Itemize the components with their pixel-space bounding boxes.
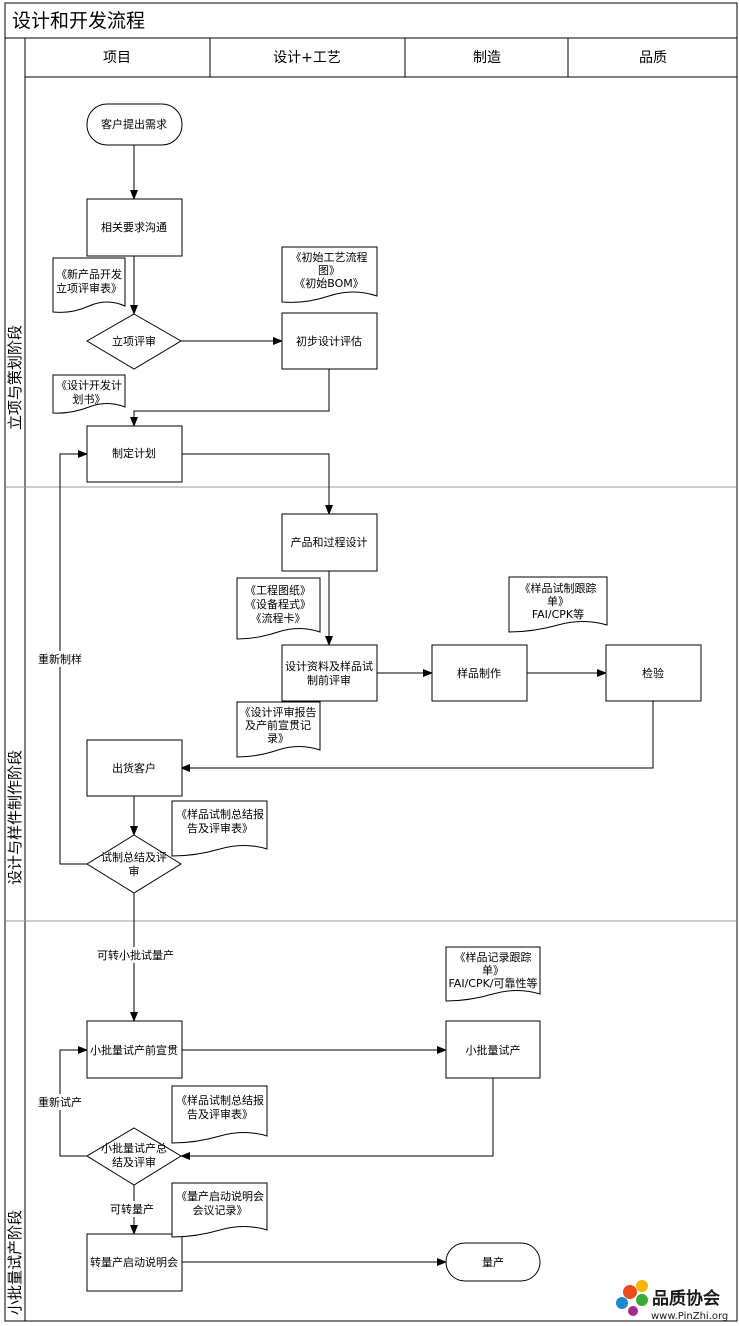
node-ship-customer: 出货客户 xyxy=(86,739,183,797)
doc-review-report-line-1: 《设计评审报告 xyxy=(240,705,317,719)
node-make-plan-label: 制定计划 xyxy=(112,446,156,460)
doc-batch-report: 《样品试制总结报 告及评审表》 xyxy=(171,1085,268,1144)
node-sample-making-label: 样品制作 xyxy=(457,666,501,680)
node-customer-request-label: 客户提出需求 xyxy=(101,117,167,131)
edge-label-retrial: 重新试产 xyxy=(38,1095,82,1109)
doc-mass-minutes-line-2: 会议记录》 xyxy=(193,1204,248,1217)
node-product-process-design-label: 产品和过程设计 xyxy=(291,535,368,549)
doc-new-product-form-line-1: 《新产品开发 xyxy=(56,267,122,281)
doc-drawings: 《工程图纸》 《设备程式》 《流程卡》 xyxy=(236,577,321,640)
doc-mass-minutes-line-1: 《量产启动说明会 xyxy=(176,1189,264,1203)
doc-trial-report-line-2: 告及评审表》 xyxy=(187,821,253,835)
doc-mass-minutes: 《量产启动说明会 会议记录》 xyxy=(171,1182,268,1238)
doc-trial-report-line-1: 《样品试制总结报 xyxy=(176,807,264,821)
doc-trial-report: 《样品试制总结报 告及评审表》 xyxy=(171,800,268,857)
node-trial-summary-label-1: 试制总结及评 xyxy=(101,850,167,864)
node-inspection-label: 检验 xyxy=(642,666,664,680)
node-project-review: 立项评审 xyxy=(86,313,182,370)
node-ship-customer-label: 出货客户 xyxy=(112,761,156,775)
node-inspection: 检验 xyxy=(605,644,702,702)
node-mass-meeting-label: 转量产启动说明会 xyxy=(90,1255,178,1269)
node-trial-summary: 试制总结及评 审 xyxy=(86,834,182,894)
connectors xyxy=(59,145,654,1266)
node-batch-summary-label-1: 小批量试产总 xyxy=(101,1141,167,1155)
node-design-review-label-2: 制前评审 xyxy=(307,673,351,687)
node-trial-summary-label-2: 审 xyxy=(129,864,140,878)
doc-new-product-form-line-2: 立项评审表》 xyxy=(56,281,122,295)
page-title: 设计和开发流程 xyxy=(12,10,145,32)
phase-label-trial: 小批量试产阶段 xyxy=(6,1210,24,1315)
phase-label-planning: 立项与策划阶段 xyxy=(6,325,24,430)
phase-label-sample: 设计与样件制作阶段 xyxy=(6,750,24,885)
node-small-batch-label: 小批量试产 xyxy=(466,1043,521,1057)
pinzhi-logo: 品质协会 www.PinZhi.org xyxy=(616,1280,728,1322)
node-design-review-label-1: 设计资料及样品试 xyxy=(285,659,373,673)
doc-sample-tracking-line-1: 《样品试制跟踪 xyxy=(520,581,597,595)
lane-header-project: 项目 xyxy=(103,50,131,66)
node-make-plan: 制定计划 xyxy=(86,425,183,483)
edge-label-to-batch: 可转小批试量产 xyxy=(97,948,174,962)
node-pre-batch-label: 小批量试产前宣贯 xyxy=(90,1043,178,1057)
node-batch-summary-label-2: 结及评审 xyxy=(112,1155,156,1169)
doc-drawings-line-3: 《流程卡》 xyxy=(251,611,306,625)
node-project-review-label: 立项评审 xyxy=(112,334,156,348)
doc-record-tracking-line-2: 单》 xyxy=(482,964,504,977)
doc-record-tracking: 《样品记录跟踪 单》 FAI/CPK/可靠性等 xyxy=(445,946,541,1002)
doc-drawings-line-2: 《设备程式》 xyxy=(245,597,311,611)
node-mass-meeting: 转量产启动说明会 xyxy=(86,1233,183,1292)
doc-review-report-line-2: 及产前宣贯记 xyxy=(245,718,311,732)
node-design-review: 设计资料及样品试 制前评审 xyxy=(281,644,378,702)
node-pre-batch: 小批量试产前宣贯 xyxy=(86,1020,183,1079)
node-sample-making: 样品制作 xyxy=(431,644,528,702)
edge-label-remake: 重新制样 xyxy=(38,652,82,666)
node-prelim-design: 初步设计评估 xyxy=(281,312,378,370)
doc-initial-flow-line-3: 《初始BOM》 xyxy=(294,276,364,290)
doc-review-report-line-3: 录》 xyxy=(267,732,289,745)
node-mass-production-label: 量产 xyxy=(482,1255,504,1269)
doc-sample-tracking: 《样品试制跟踪 单》 FAI/CPK等 xyxy=(508,576,608,633)
logo-url: www.PinZhi.org xyxy=(651,1311,728,1322)
doc-batch-report-line-1: 《样品试制总结报 xyxy=(176,1093,264,1107)
doc-dev-plan-line-2: 划书》 xyxy=(73,393,106,406)
doc-new-product-form: 《新产品开发 立项评审表》 xyxy=(52,257,126,313)
lane-header-design: 设计+工艺 xyxy=(273,50,341,66)
doc-batch-report-line-2: 告及评审表》 xyxy=(187,1107,253,1121)
doc-dev-plan: 《设计开发计 划书》 xyxy=(52,374,126,414)
edge-label-to-mass: 可转量产 xyxy=(110,1202,154,1216)
flower-icon xyxy=(616,1280,648,1316)
doc-dev-plan-line-1: 《设计开发计 xyxy=(56,378,122,392)
lane-header-quality: 品质 xyxy=(639,50,667,66)
node-mass-production: 量产 xyxy=(445,1242,541,1282)
frame xyxy=(4,2,738,1322)
doc-record-tracking-line-1: 《样品记录跟踪 xyxy=(455,950,532,964)
node-prelim-design-label: 初步设计评估 xyxy=(296,334,362,348)
doc-record-tracking-line-3: FAI/CPK/可靠性等 xyxy=(448,976,537,990)
doc-review-report: 《设计评审报告 及产前宣贯记 录》 xyxy=(236,701,321,758)
lane-header-manufacturing: 制造 xyxy=(473,50,501,66)
doc-drawings-line-1: 《工程图纸》 xyxy=(245,584,311,597)
logo-name: 品质协会 xyxy=(652,1288,720,1309)
doc-initial-flow-line-2: 图》 xyxy=(318,264,340,277)
doc-sample-tracking-line-2: 单》 xyxy=(547,595,569,608)
doc-initial-flow-line-1: 《初始工艺流程 xyxy=(291,250,368,264)
node-customer-request: 客户提出需求 xyxy=(86,103,183,146)
doc-initial-flow: 《初始工艺流程 图》 《初始BOM》 xyxy=(281,246,378,303)
doc-sample-tracking-line-3: FAI/CPK等 xyxy=(532,607,584,621)
node-communicate-label: 相关要求沟通 xyxy=(101,220,167,234)
node-batch-summary: 小批量试产总 结及评审 xyxy=(86,1127,182,1186)
node-product-process-design: 产品和过程设计 xyxy=(281,513,378,572)
node-small-batch: 小批量试产 xyxy=(445,1020,541,1079)
node-communicate: 相关要求沟通 xyxy=(86,198,183,257)
